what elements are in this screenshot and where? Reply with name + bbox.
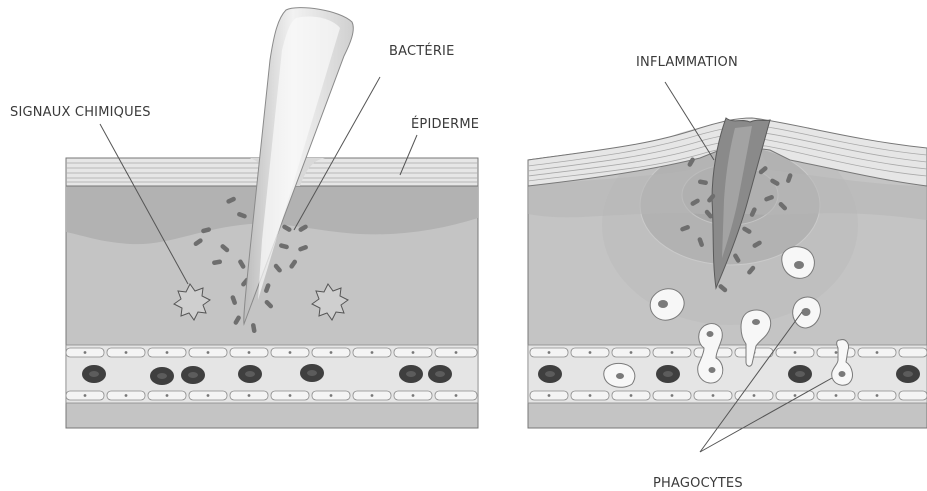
label-inflammation: INFLAMMATION xyxy=(636,55,738,70)
phagocyte-vessel-1 xyxy=(604,364,635,388)
label-signaux-chimiques: SIGNAUX CHIMIQUES xyxy=(10,105,151,120)
label-phagocytes: PHAGOCYTES xyxy=(653,476,743,491)
left-panel-skin-block xyxy=(66,8,478,428)
right-panel-skin-block xyxy=(528,118,927,428)
label-epiderme: ÉPIDERME xyxy=(411,116,479,132)
label-bacterie: BACTÉRIE xyxy=(389,43,455,59)
